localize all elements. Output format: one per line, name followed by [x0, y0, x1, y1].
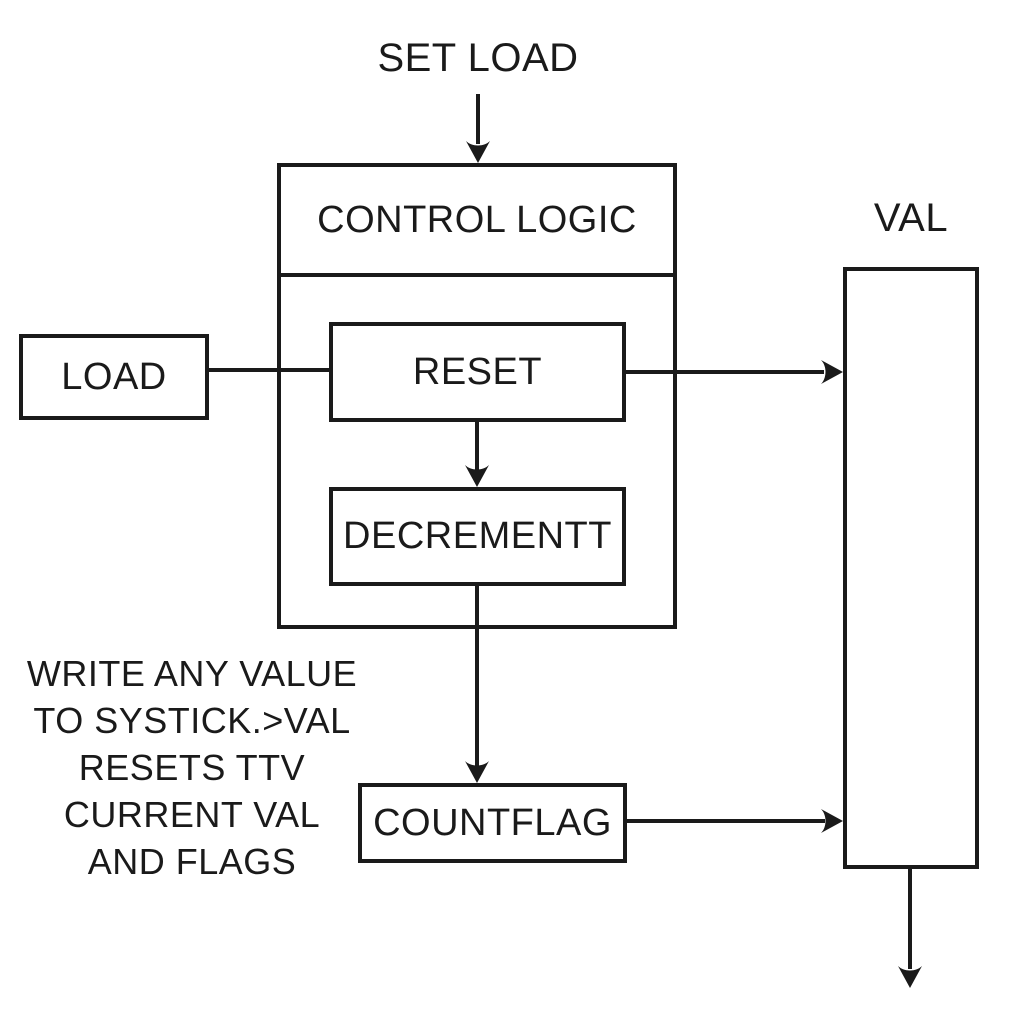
arrowhead-right-icon	[821, 809, 843, 833]
reset-decrement-arrow-line	[475, 420, 479, 470]
load-box: LOAD	[19, 334, 209, 420]
decrement-box: DECREMENTT	[329, 487, 626, 586]
note-line: TO SYSTICK.>VAL	[33, 700, 351, 741]
reset-box: RESET	[329, 322, 626, 422]
note-line: RESETS TTV	[78, 747, 306, 788]
decrement-countflag-arrow-line	[475, 584, 479, 766]
arrowhead-down-icon	[465, 761, 489, 783]
val-box	[843, 267, 979, 869]
countflag-box: COUNTFLAG	[358, 783, 627, 863]
control-logic-divider	[281, 273, 673, 277]
set-load-arrow-line	[476, 94, 480, 144]
note-line: WRITE ANY VALUE	[26, 653, 358, 694]
val-label: VAL	[873, 196, 949, 240]
note-line: CURRENT VAL	[63, 794, 321, 835]
note-line: AND FLAGS	[87, 841, 297, 882]
load-reset-connector-line	[207, 368, 331, 372]
arrowhead-down-icon	[898, 966, 922, 988]
control-logic-label: CONTROL LOGIC	[317, 198, 637, 241]
write-value-note: WRITE ANY VALUE TO SYSTICK.>VAL RESETS T…	[11, 650, 373, 885]
set-load-label: SET LOAD	[377, 36, 579, 80]
countflag-val-arrow-line	[625, 819, 825, 823]
arrowhead-down-icon	[465, 465, 489, 487]
reset-val-arrow-line	[624, 370, 824, 374]
arrowhead-right-icon	[821, 360, 843, 384]
val-output-arrow-line	[908, 867, 912, 969]
arrowhead-down-icon	[466, 141, 490, 163]
